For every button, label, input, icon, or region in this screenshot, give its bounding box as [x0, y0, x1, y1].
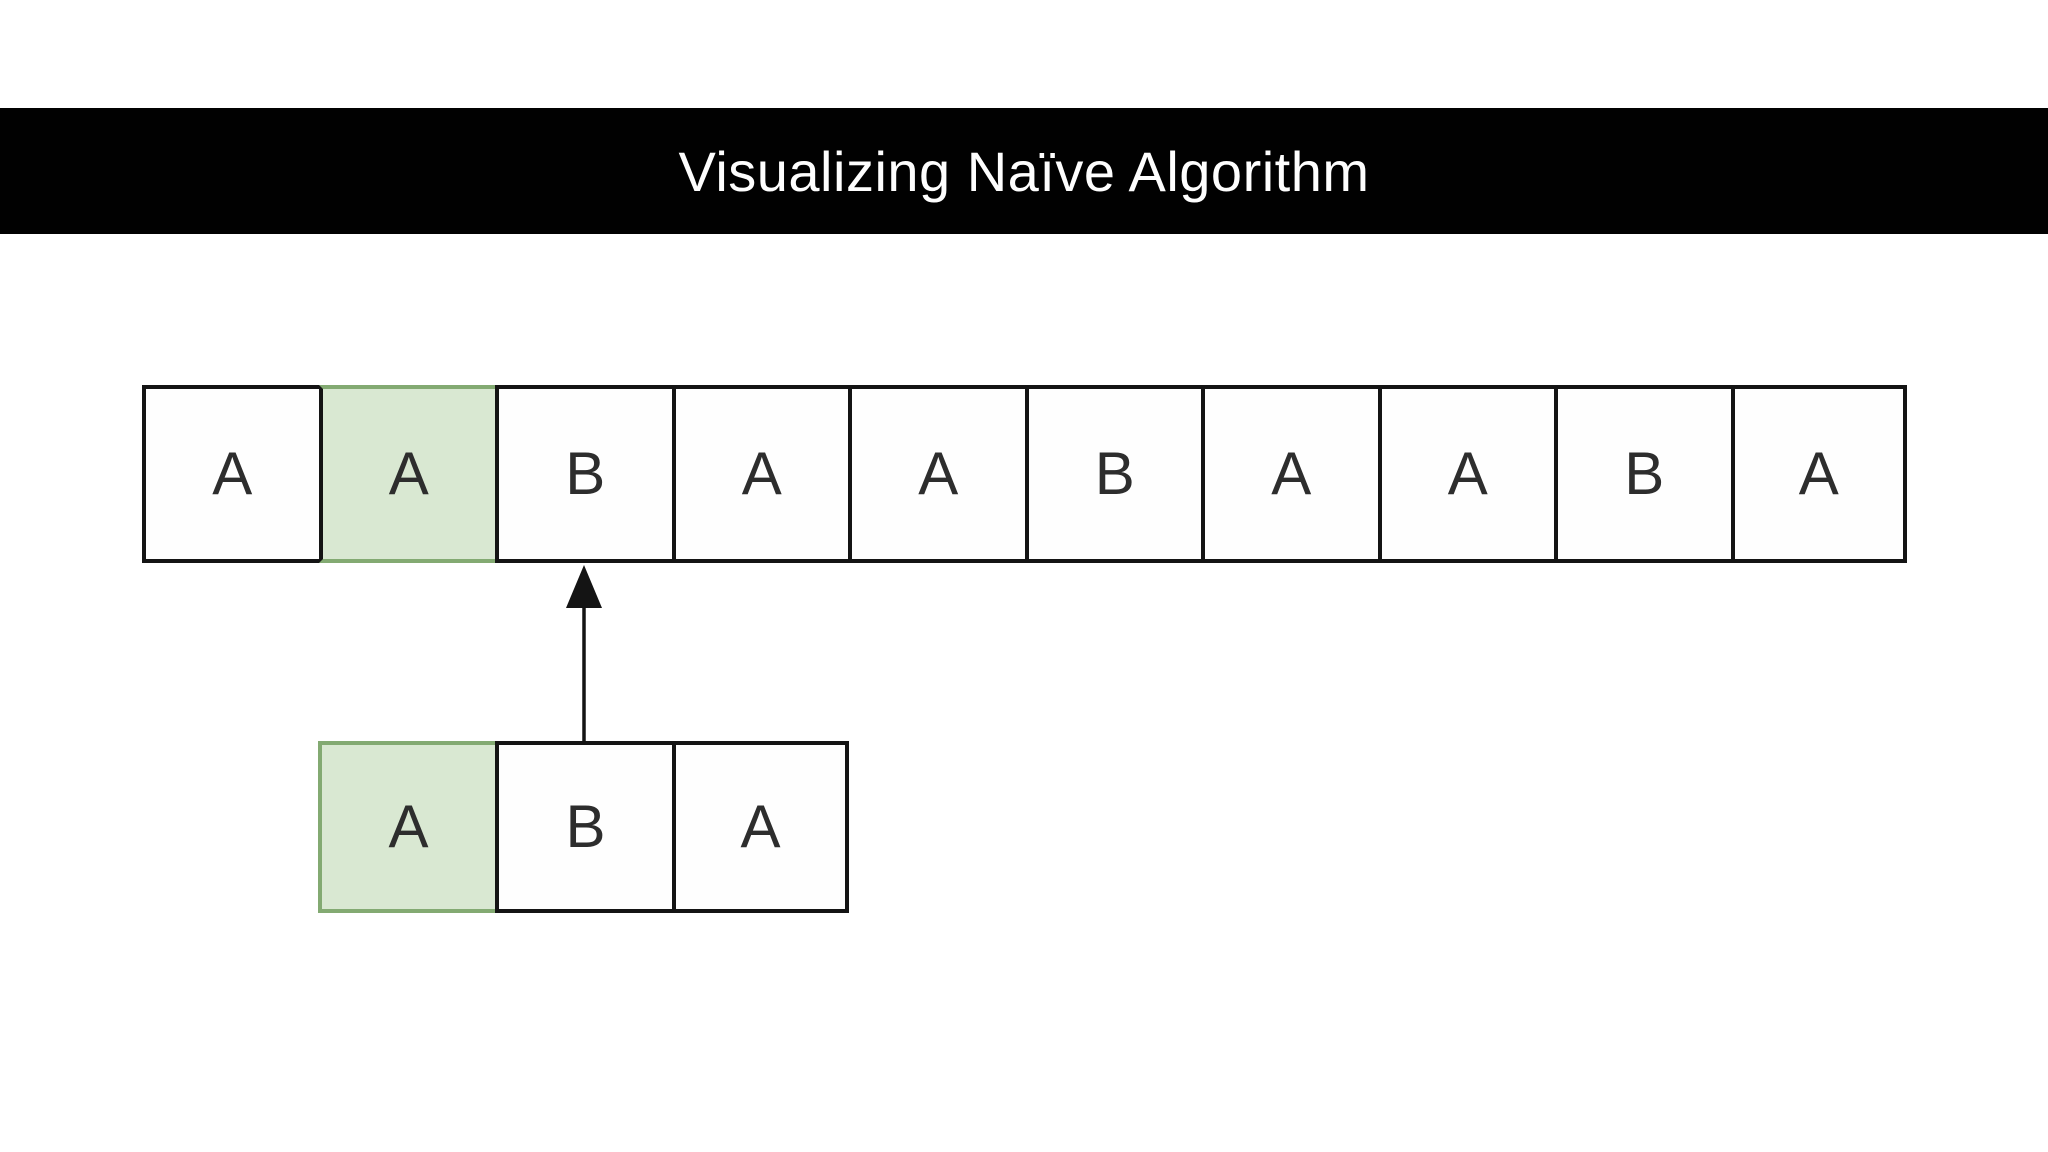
- cell-letter: B: [1624, 440, 1665, 507]
- cell-letter: A: [918, 440, 959, 507]
- pattern-cell-0-highlighted: A: [318, 741, 495, 913]
- pattern-cell-2: A: [672, 741, 849, 913]
- cell-letter: A: [741, 440, 782, 507]
- cell-letter: B: [565, 793, 606, 860]
- cell-letter: A: [388, 793, 429, 860]
- text-cell-8: B: [1554, 385, 1731, 563]
- cell-letter: A: [388, 440, 429, 507]
- text-cell-0: A: [142, 385, 319, 563]
- text-cell-1-highlighted: A: [318, 385, 495, 563]
- cell-letter: A: [740, 793, 781, 860]
- cell-letter: A: [1447, 440, 1488, 507]
- cell-letter: B: [565, 440, 606, 507]
- cell-letter: A: [1271, 440, 1312, 507]
- text-cell-2: B: [495, 385, 672, 563]
- cell-letter: A: [1798, 440, 1839, 507]
- text-cell-7: A: [1377, 385, 1554, 563]
- text-cell-5: B: [1024, 385, 1201, 563]
- text-cell-9: A: [1730, 385, 1907, 563]
- text-cell-4: A: [848, 385, 1025, 563]
- pattern-cell-1: B: [495, 741, 672, 913]
- text-cell-3: A: [671, 385, 848, 563]
- arrow-up-icon: [566, 565, 602, 742]
- comparison-arrow: [540, 556, 630, 746]
- cell-letter: A: [212, 440, 253, 507]
- cell-letter: B: [1094, 440, 1135, 507]
- page-title: Visualizing Naïve Algorithm: [678, 139, 1370, 203]
- text-cell-6: A: [1201, 385, 1378, 563]
- title-banner: Visualizing Naïve Algorithm: [0, 108, 2048, 234]
